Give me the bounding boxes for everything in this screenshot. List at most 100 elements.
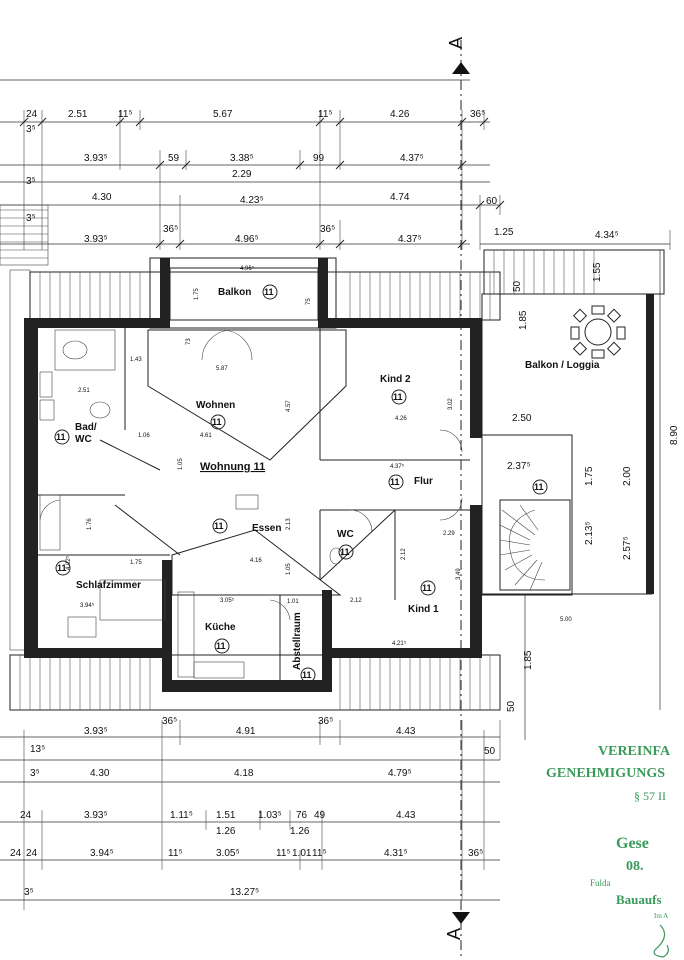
svg-text:1.85: 1.85 xyxy=(523,650,534,670)
svg-text:3.94⁵: 3.94⁵ xyxy=(80,602,95,609)
top-dim-4-4: 36⁵ xyxy=(320,224,335,235)
top-dim-2-4: 99 xyxy=(313,153,325,164)
svg-text:24: 24 xyxy=(10,848,22,859)
room-number-balkon: 11 xyxy=(264,287,274,297)
top-dim-1-4: 5.67 xyxy=(213,109,233,120)
patio-table-icon xyxy=(570,305,626,359)
svg-text:49: 49 xyxy=(314,810,326,821)
svg-text:1.03⁵: 1.03⁵ xyxy=(258,810,282,821)
right-dimension-chain: 50 1.55 8.90 1.85 50 xyxy=(506,250,680,740)
top-dim-2-1: 3.93⁵ xyxy=(84,153,108,164)
svg-text:1.26: 1.26 xyxy=(290,826,310,837)
svg-text:4.91: 4.91 xyxy=(236,726,256,737)
svg-text:3.02: 3.02 xyxy=(448,398,454,410)
room-label-wc-bad: WC xyxy=(75,434,92,445)
bottom-dimension-chains: 3.93⁵ 36⁵ 4.91 36⁵ 4.43 50 4.30 4.18 4.7… xyxy=(0,716,501,910)
room-labels: Balkon 11 Wohnen 11 Kind 2 11 Balkon / L… xyxy=(54,284,600,683)
svg-text:3.93⁵: 3.93⁵ xyxy=(84,810,108,821)
svg-text:75: 75 xyxy=(306,298,312,305)
svg-text:13⁵: 13⁵ xyxy=(30,744,45,755)
top-dim-4-1: 3.93⁵ xyxy=(84,234,108,245)
svg-text:4.02⁵: 4.02⁵ xyxy=(65,555,72,570)
stamp-line-6: Fulda xyxy=(590,878,611,888)
room-number-kind1: 11 xyxy=(422,583,432,593)
top-dim-3b: 60 xyxy=(486,196,498,207)
door-swings xyxy=(39,329,463,621)
room-number-schlafzimmer: 11 xyxy=(57,563,67,573)
top-left-dim-1: 3⁵ xyxy=(26,124,36,135)
room-label-schlafzimmer: Schlafzimmer xyxy=(76,580,141,591)
svg-text:50: 50 xyxy=(484,746,496,757)
svg-text:36⁵: 36⁵ xyxy=(162,716,177,727)
top-dimension-chains: 24 2.51 11⁵ 5.67 11⁵ 4.26 36⁵ 3.93⁵ 59 3… xyxy=(0,79,671,250)
svg-text:1.26: 1.26 xyxy=(216,826,236,837)
svg-text:4.30: 4.30 xyxy=(90,768,110,779)
stamp-line-2: GENEHMIGUNGS xyxy=(546,766,665,781)
section-marker-bottom: A xyxy=(444,912,470,940)
room-label-wohnen: Wohnen xyxy=(196,400,235,411)
svg-text:1.85: 1.85 xyxy=(518,310,529,330)
room-label-kind2: Kind 2 xyxy=(380,374,411,385)
svg-text:3⁵: 3⁵ xyxy=(24,887,34,898)
room-number-stair: 11 xyxy=(534,482,544,492)
section-label-top: A xyxy=(446,37,466,49)
room-number-wc: 11 xyxy=(340,547,350,557)
fixtures xyxy=(39,329,343,679)
top-dim-4-6: 1.25 xyxy=(494,227,514,238)
svg-text:3.94⁵: 3.94⁵ xyxy=(90,848,114,859)
top-dim-3-1: 4.30 xyxy=(92,192,112,203)
svg-text:1.05: 1.05 xyxy=(178,458,184,470)
svg-text:4.57: 4.57 xyxy=(286,400,292,412)
svg-text:1.05: 1.05 xyxy=(286,563,292,575)
room-label-essen: Essen xyxy=(252,523,281,534)
top-dim-2-5: 4.37⁵ xyxy=(400,153,424,164)
svg-text:2.13⁵: 2.13⁵ xyxy=(584,521,595,545)
top-dim-2-3: 3.38⁵ xyxy=(230,153,254,164)
svg-text:2.37⁵: 2.37⁵ xyxy=(507,461,531,472)
svg-text:4.31⁵: 4.31⁵ xyxy=(384,848,408,859)
room-label-kind1: Kind 1 xyxy=(408,604,439,615)
top-dim-1-1: 24 xyxy=(26,109,38,120)
room-number-wohnen: 11 xyxy=(212,417,222,427)
svg-text:1.75: 1.75 xyxy=(194,288,200,300)
room-number-essen: 11 xyxy=(214,521,224,531)
svg-text:2.50: 2.50 xyxy=(512,413,532,424)
approval-stamp: VEREINFA GENEHMIGUNGS § 57 II Gese 08. F… xyxy=(546,744,671,958)
room-label-abstellraum: Abstellraum xyxy=(292,612,303,670)
svg-text:1.76: 1.76 xyxy=(87,518,93,530)
room-number-bad: 11 xyxy=(56,432,66,442)
room-number-kind2: 11 xyxy=(393,392,403,402)
top-dim-3-3: 4.74 xyxy=(390,192,410,203)
svg-text:1.51: 1.51 xyxy=(216,810,236,821)
inner-dimensions: 4.96⁵ 1.75 75 1.85 2.50 2.37⁵ 1.75 2.00 … xyxy=(65,265,633,647)
svg-text:11⁵: 11⁵ xyxy=(168,848,183,859)
svg-text:1.01: 1.01 xyxy=(292,848,312,859)
top-dim-2b: 2.29 xyxy=(232,169,252,180)
svg-text:13.27⁵: 13.27⁵ xyxy=(230,887,259,898)
svg-text:4.96⁵: 4.96⁵ xyxy=(240,265,255,272)
room-number-abstellraum: 11 xyxy=(302,670,312,680)
svg-text:2.13: 2.13 xyxy=(286,518,292,530)
stamp-line-8: Im A xyxy=(654,912,668,920)
stamp-line-4: Gese xyxy=(616,835,649,852)
svg-text:4.16: 4.16 xyxy=(250,558,262,564)
svg-text:3.05⁵: 3.05⁵ xyxy=(216,848,240,859)
stamp-line-3: § 57 II xyxy=(634,789,666,803)
svg-text:1.43: 1.43 xyxy=(130,357,142,363)
room-label-flur: Flur xyxy=(414,476,433,487)
section-marker-top: A xyxy=(446,37,470,960)
top-left-dim-2: 3⁵ xyxy=(26,176,36,187)
room-label-balkon-loggia: Balkon / Loggia xyxy=(525,360,600,371)
svg-text:5.87: 5.87 xyxy=(216,366,228,372)
svg-text:11⁵: 11⁵ xyxy=(312,848,327,859)
svg-text:1.75: 1.75 xyxy=(130,560,142,566)
signature xyxy=(653,924,669,958)
svg-text:5.00: 5.00 xyxy=(560,617,572,623)
top-dim-4-3: 4.96⁵ xyxy=(235,234,259,245)
svg-text:8.90: 8.90 xyxy=(669,425,680,445)
svg-text:4.43: 4.43 xyxy=(396,810,416,821)
svg-text:2.51: 2.51 xyxy=(78,388,90,394)
stamp-line-1: VEREINFA xyxy=(598,744,671,759)
svg-text:73: 73 xyxy=(186,338,192,345)
top-dim-4-7: 4.34⁵ xyxy=(595,230,619,241)
